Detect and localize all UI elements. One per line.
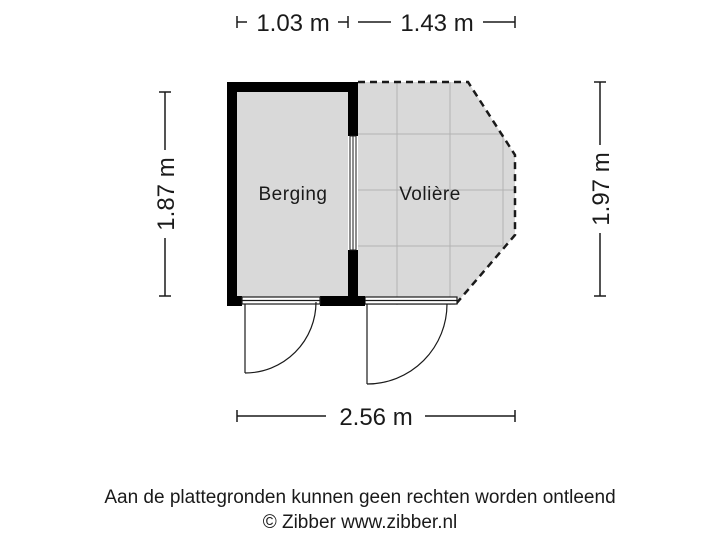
inner-opening [349,135,357,251]
dimension-left-label: 1.87 m [153,157,180,230]
dimension-bottom-label: 2.56 m [339,404,412,431]
dimension-bottom [236,410,516,422]
voliere-area [358,80,517,306]
room-label-berging: Berging [259,184,328,205]
berging-walls [227,82,358,306]
dimension-top-left-label: 1.03 m [256,10,329,37]
voliere-tile-grid [358,82,515,305]
room-label-voliere: Volière [399,184,461,205]
voliere-dashed-boundary [358,80,517,306]
credit-text: © Zibber www.zibber.nl [262,512,458,533]
berging-floor [237,91,348,297]
dimension-top [236,16,516,28]
dimension-top-right-label: 1.43 m [400,10,473,37]
voliere-door [358,296,458,385]
disclaimer-text: Aan de plattegronden kunnen geen rechten… [104,487,616,508]
berging-door [241,296,321,374]
dimension-right-label: 1.97 m [588,152,615,225]
dimension-left [159,91,171,297]
dimension-right [594,81,606,297]
